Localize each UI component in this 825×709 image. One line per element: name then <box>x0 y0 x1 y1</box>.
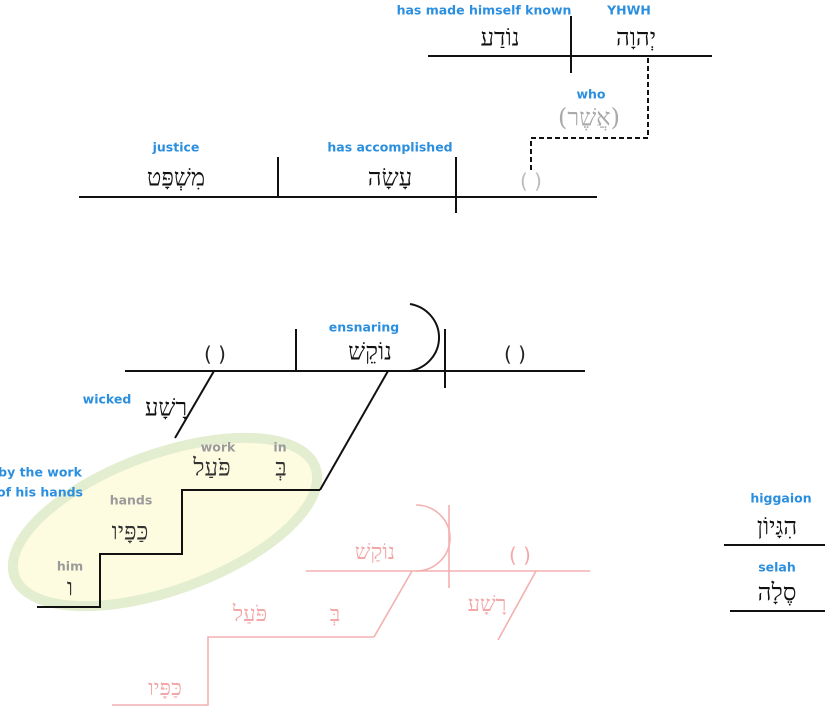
ghost-work: פֹּעַל <box>232 602 268 627</box>
phrase-gloss-line2: of his hands <box>0 484 83 500</box>
prep-slant <box>319 370 389 491</box>
object-gloss: justice <box>152 139 200 155</box>
ghost-hands: כַּפָּיו <box>148 676 182 701</box>
highlight-ellipse <box>7 432 323 612</box>
subject-hebrew: יְהוָה <box>615 23 657 52</box>
ghost-placeholder: ( ) <box>509 543 531 567</box>
him-hebrew: ו <box>66 573 74 602</box>
relative-connector <box>530 58 649 172</box>
ghost-diagram <box>112 504 590 706</box>
ghost-wicked: רָשָׁע <box>467 592 507 617</box>
verb-hebrew: נוֹדַע <box>480 23 520 52</box>
work-hebrew: פֹּעַל <box>193 453 231 482</box>
in-hebrew: בְּ <box>275 453 287 482</box>
placeholder-left: ( ) <box>204 342 226 366</box>
higgaion-gloss: higgaion <box>750 490 812 506</box>
stair-lines <box>37 489 320 608</box>
placeholder-right: ( ) <box>504 342 526 366</box>
subject-gloss: YHWH <box>607 2 651 18</box>
hands-gloss: hands <box>109 492 153 508</box>
work-gloss: work <box>200 439 236 455</box>
subject-placeholder: ( ) <box>520 169 542 193</box>
verb2-gloss: has accomplished <box>327 139 453 155</box>
ghost-prep: בְּ <box>329 602 341 627</box>
participle-hebrew: נוֹקֵשׁ <box>348 337 392 366</box>
relative-gloss: who <box>576 86 606 102</box>
wicked-slant <box>174 370 215 439</box>
wicked-gloss: wicked <box>82 391 132 407</box>
phrase-gloss-line1: by the work <box>0 464 82 480</box>
verb-gloss: has made himself known <box>396 2 572 18</box>
verb2-hebrew: עָשָׂה <box>367 163 413 192</box>
wicked-hebrew: רָשָׁע <box>144 393 188 422</box>
him-gloss: him <box>56 558 84 574</box>
object-hebrew: מִשְׁפָּט <box>146 163 206 192</box>
participle-arc <box>409 303 441 372</box>
relative-hebrew: (אֲשֶׁר) <box>558 103 620 132</box>
participle-gloss: ensnaring <box>328 319 400 335</box>
selah-gloss: selah <box>758 559 796 575</box>
hands-hebrew: כַּפָּיו <box>111 517 149 546</box>
ghost-verb: נוֹקַשׁ <box>354 540 396 565</box>
higgaion-hebrew: הִגָּיוֹן <box>756 512 798 541</box>
in-gloss: in <box>273 439 287 455</box>
selah-hebrew: סֶלָה <box>757 578 797 607</box>
